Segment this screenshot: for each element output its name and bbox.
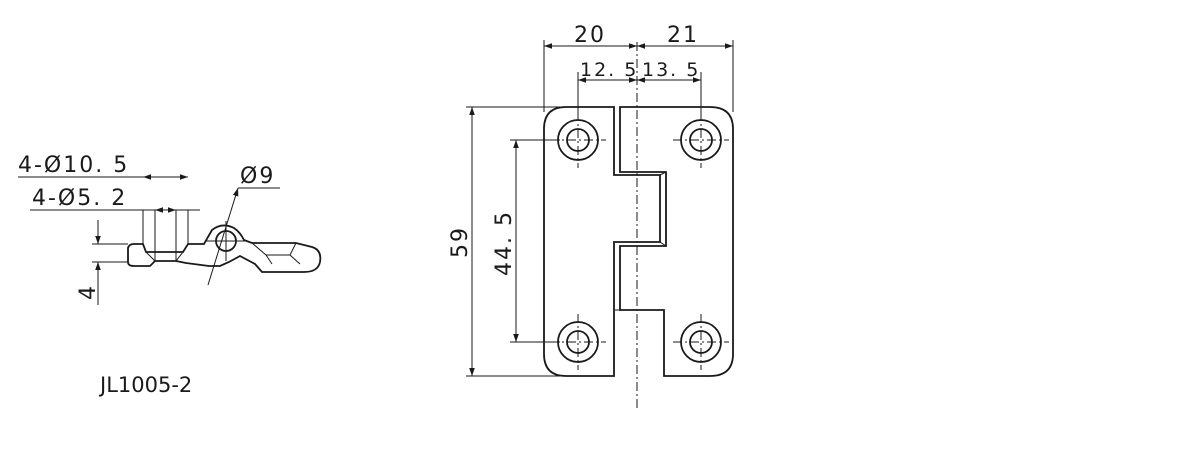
- pin-diameter-label: Ø9: [240, 164, 275, 189]
- hole-spacing-label: 44. 5: [492, 210, 517, 276]
- hole-offset-right-label: 13. 5: [642, 59, 700, 81]
- mounting-hole-top-right: [673, 112, 729, 168]
- width-right-label: 21: [667, 23, 699, 48]
- model-number: JL1005-2: [98, 373, 192, 397]
- counterbore-label: 4-Ø10. 5: [18, 153, 129, 178]
- width-left-label: 20: [574, 23, 606, 48]
- hole-offset-left-label: 12. 5: [580, 59, 638, 81]
- height-label: 59: [448, 226, 473, 258]
- thickness-label: 4: [76, 284, 101, 300]
- left-leaf-outline: [543, 106, 661, 377]
- front-view: 20 21 12. 5 13. 5 59 44. 5: [448, 23, 734, 410]
- hole-diameter-label: 4-Ø5. 2: [32, 186, 127, 211]
- mounting-hole-bottom-right: [673, 314, 729, 370]
- side-view-hole-walls: [142, 210, 189, 262]
- side-view: 4-Ø10. 5 4-Ø5. 2 Ø9 4 JL1005-2: [18, 153, 322, 397]
- side-view-leaf-outline: [127, 224, 322, 273]
